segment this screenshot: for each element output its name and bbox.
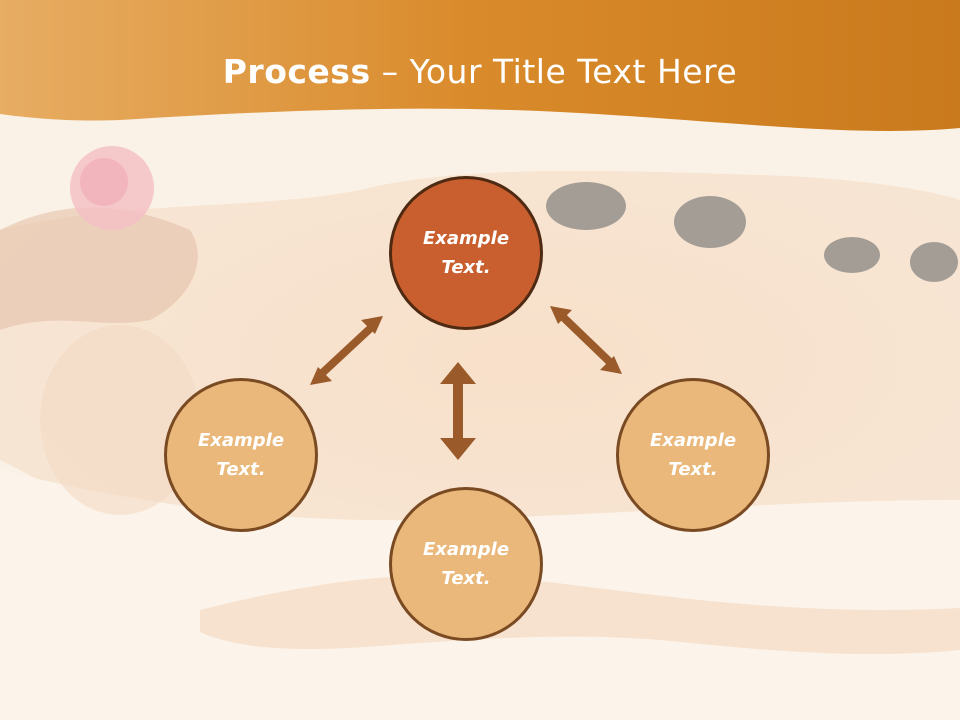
process-node-left: Example Text. [164,378,318,532]
slide-title: Process – Your Title Text Here [0,52,960,91]
title-dash: – [381,52,399,91]
arrow-left-top [310,316,383,385]
title-bold: Process [222,52,371,91]
arrow-right-top [550,306,622,374]
node-bottom-text: Example Text. [422,539,510,589]
arrow-vertical [440,362,476,460]
node-right-text: Example Text. [649,430,737,480]
node-left-text: Example Text. [197,430,285,480]
title-text: Your Title Text Here [409,52,738,91]
process-node-right: Example Text. [616,378,770,532]
process-node-bottom: Example Text. [389,487,543,641]
process-node-top: Example Text. [389,176,543,330]
node-top-text: Example Text. [422,228,510,278]
